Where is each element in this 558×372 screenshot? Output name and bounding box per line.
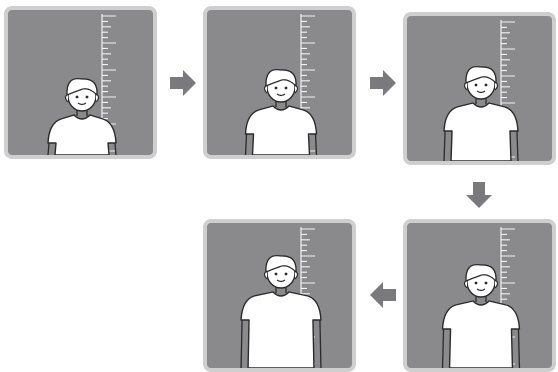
arrow-down-icon — [466, 182, 492, 208]
panel-step-2 — [203, 6, 356, 159]
panel-step-4 — [403, 219, 556, 372]
panel-step-5 — [203, 219, 356, 372]
child-figure — [246, 70, 317, 155]
growth-figure — [407, 16, 552, 161]
growth-figure — [407, 223, 552, 368]
child-figure — [48, 79, 116, 155]
arrow-right-icon — [370, 70, 396, 96]
arrow-right-icon — [170, 70, 196, 96]
panel-step-3 — [403, 12, 556, 165]
growth-figure — [8, 10, 153, 155]
child-figure — [443, 265, 520, 368]
growth-figure — [207, 223, 352, 368]
child-figure — [444, 67, 518, 161]
growth-figure — [207, 10, 352, 155]
panel-step-1 — [4, 6, 157, 159]
arrow-left-icon — [370, 282, 396, 308]
child-figure — [241, 256, 321, 368]
